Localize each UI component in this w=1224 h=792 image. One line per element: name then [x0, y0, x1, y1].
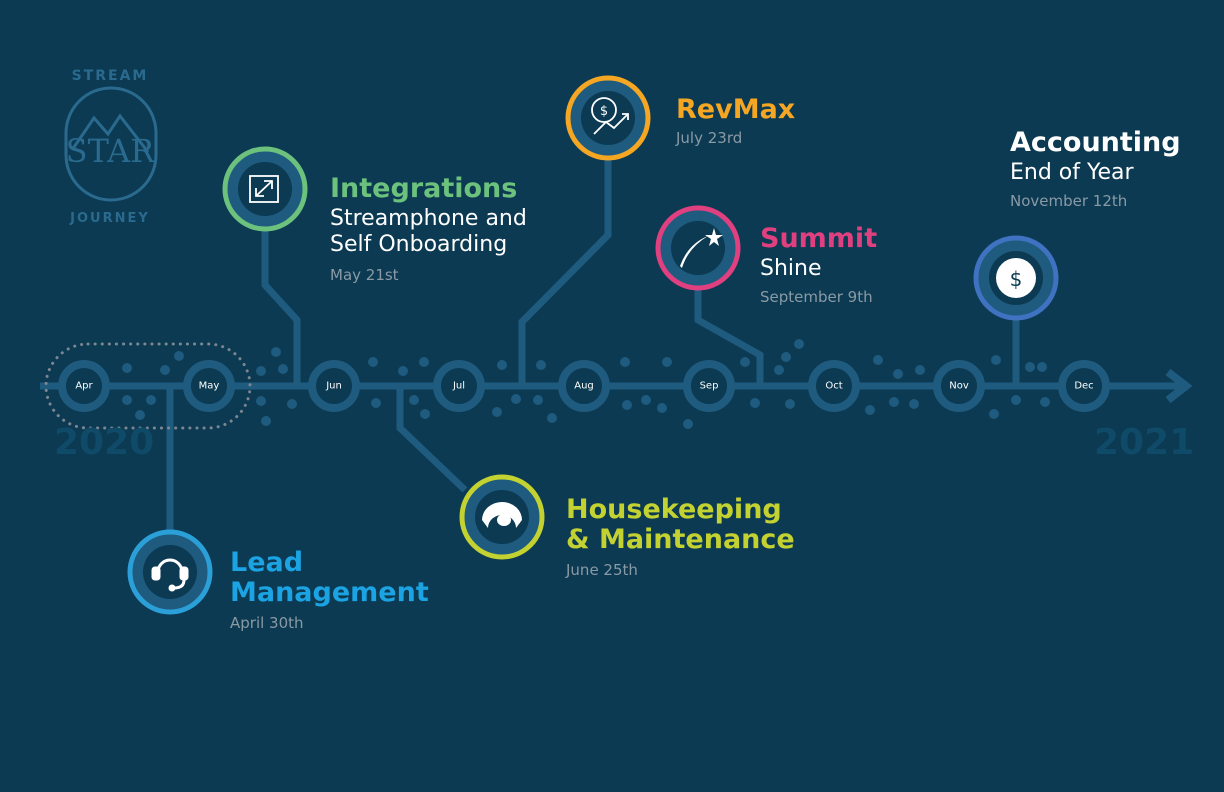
event-title: Summit — [760, 223, 878, 254]
shooting-star-icon — [680, 228, 723, 268]
event-summit: Summit Shine September 9th — [760, 223, 878, 307]
month-aug: Aug — [574, 380, 594, 392]
event-lead: Lead Management April 30th — [230, 547, 429, 633]
arrow-head-icon — [1165, 368, 1193, 404]
event-housekeeping: Housekeeping & Maintenance June 25th — [566, 494, 795, 580]
event-subtitle: Streamphone and — [330, 206, 527, 231]
svg-text:JOURNEY: JOURNEY — [69, 211, 150, 226]
year-start: 2020 — [54, 422, 155, 463]
current-range-highlight — [44, 342, 252, 430]
decorative-dots — [122, 339, 1050, 429]
event-title: & Maintenance — [566, 524, 795, 555]
connector-housekeeping — [396, 386, 468, 493]
svg-text:STAR: STAR — [66, 132, 156, 170]
month-sep: Sep — [699, 380, 719, 392]
event-subtitle: Shine — [760, 256, 822, 281]
connector-integrations — [261, 230, 301, 386]
svg-text:$: $ — [600, 104, 608, 119]
event-date: November 12th — [1010, 192, 1128, 210]
month-nodes — [58, 360, 1110, 412]
month-oct: Oct — [825, 380, 843, 392]
event-date: July 23rd — [676, 129, 743, 147]
event-title: Integrations — [330, 173, 518, 204]
event-date: September 9th — [760, 288, 873, 306]
event-title: Lead — [230, 547, 304, 578]
house-icon — [482, 502, 522, 528]
dollar-coin-icon: $ — [996, 258, 1036, 298]
event-date: April 30th — [230, 614, 304, 632]
month-dec: Dec — [1074, 380, 1094, 392]
event-subtitle: End of Year — [1010, 160, 1134, 185]
headset-icon — [151, 558, 189, 592]
event-accounting: Accounting End of Year November 12th — [1010, 127, 1181, 211]
event-title: RevMax — [676, 94, 796, 125]
event-title: Housekeeping — [566, 494, 782, 525]
event-subtitle: Self Onboarding — [330, 232, 508, 257]
event-title: Management — [230, 577, 429, 608]
connector-revmax — [518, 160, 612, 386]
event-integrations: Integrations Streamphone and Self Onboar… — [330, 173, 527, 285]
connector-summit — [694, 290, 764, 386]
month-jul: Jul — [452, 380, 466, 392]
arrows-expand-icon — [249, 175, 279, 203]
month-nov: Nov — [949, 380, 969, 392]
event-revmax: RevMax July 23rd — [676, 94, 796, 148]
event-date: May 21st — [330, 266, 399, 284]
month-jun: Jun — [326, 380, 342, 392]
event-date: June 25th — [566, 561, 638, 579]
month-may: May — [198, 380, 220, 392]
month-apr: Apr — [75, 380, 93, 392]
stream-star-journey-logo: STREAM STAR JOURNEY — [64, 68, 158, 226]
svg-text:$: $ — [1010, 267, 1023, 291]
dollar-growth-icon: $ — [591, 97, 629, 135]
year-end: 2021 — [1094, 422, 1195, 463]
event-title: Accounting — [1010, 127, 1181, 158]
svg-text:STREAM: STREAM — [72, 68, 149, 84]
